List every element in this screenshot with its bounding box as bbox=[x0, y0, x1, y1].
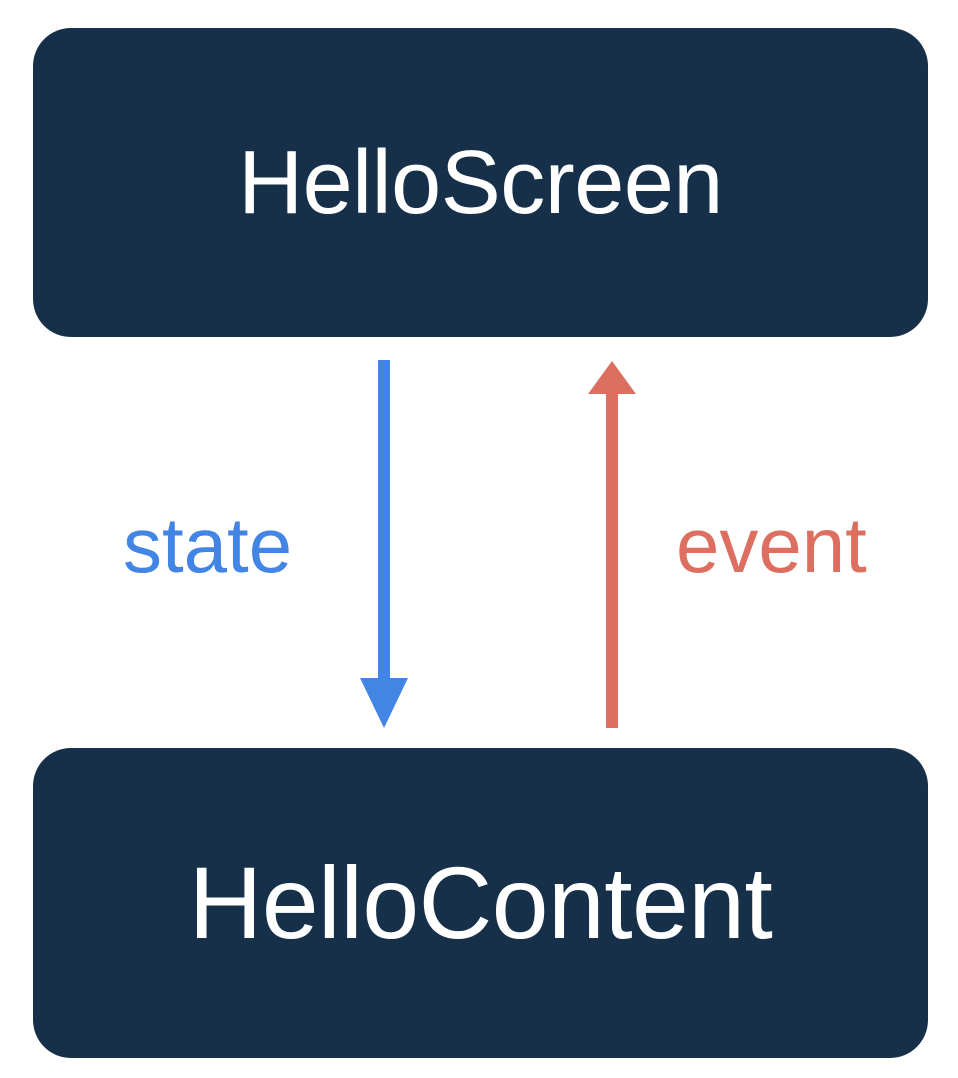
node-hello-screen[interactable]: HelloScreen bbox=[33, 28, 928, 337]
node-hello-screen-label: HelloScreen bbox=[238, 132, 723, 233]
node-hello-content-label: HelloContent bbox=[188, 846, 773, 960]
state-arrow-down-icon bbox=[360, 360, 408, 728]
node-hello-content[interactable]: HelloContent bbox=[33, 748, 928, 1058]
edge-label-state: state bbox=[123, 501, 293, 589]
edge-label-event: event bbox=[676, 501, 867, 589]
event-arrow-up-icon bbox=[588, 361, 636, 728]
